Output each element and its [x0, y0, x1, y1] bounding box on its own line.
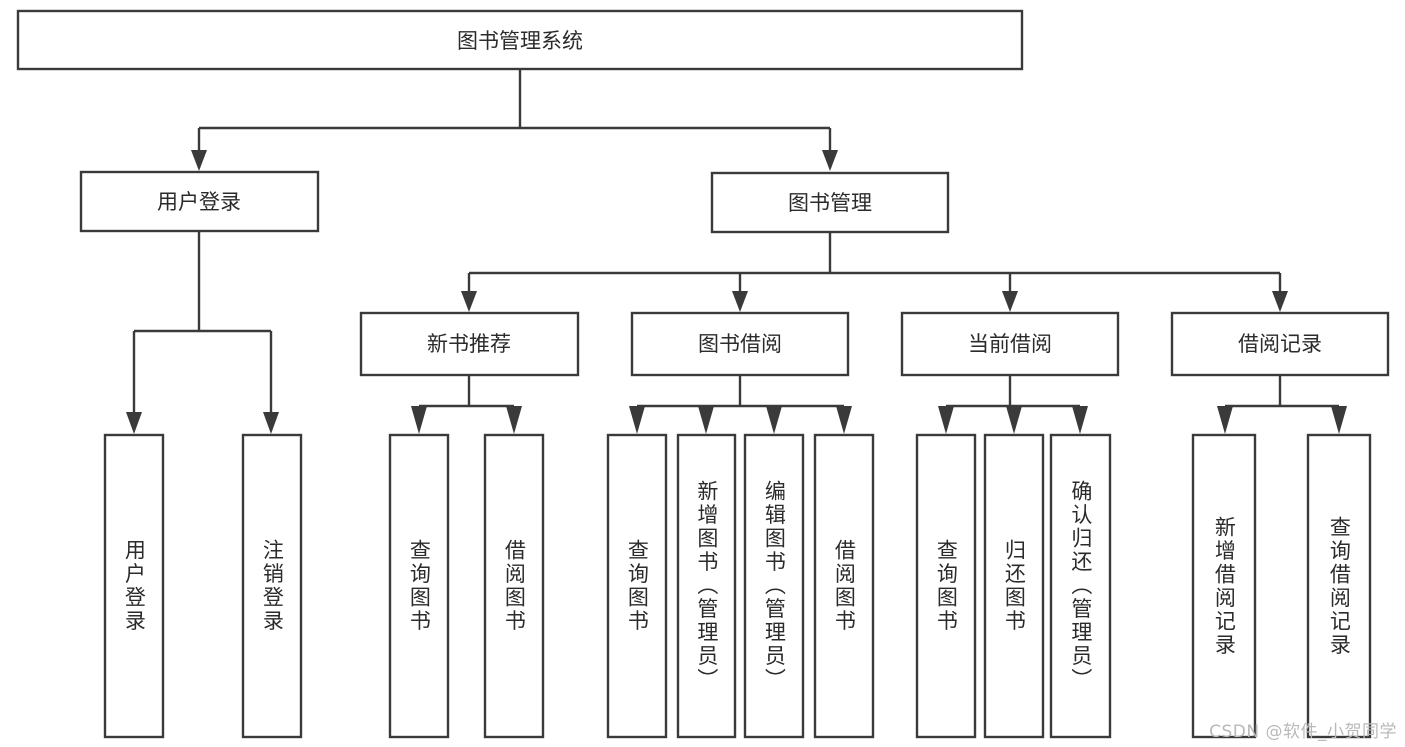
arrow-head-book-borrow-leaf-3 — [766, 406, 782, 434]
arrow-head-new-book-leaf-2 — [506, 406, 522, 434]
node-book-borrow-label: 图书借阅 — [698, 332, 782, 356]
node-user-login-label: 用户登录 — [157, 190, 241, 214]
node-current-borrow-box[interactable] — [900, 311, 1120, 377]
arrow-head-current-borrow-leaf-2 — [1006, 406, 1022, 434]
node-current-borrow-label: 当前借阅 — [968, 332, 1052, 356]
arrow-head-leaf-user-login-1 — [126, 412, 142, 434]
node-book-borrow-box[interactable] — [630, 311, 850, 377]
node-user-login-box[interactable] — [79, 170, 320, 233]
node-borrow-record[interactable]: 借阅记录 — [1170, 311, 1390, 377]
leaf-box-book-borrow-1[interactable] — [606, 433, 668, 739]
connector-group-current-borrow — [938, 375, 1088, 434]
leaf-box-new-book-1[interactable] — [388, 433, 450, 739]
arrow-head-borrow-record-leaf-2 — [1331, 406, 1347, 434]
arrow-head-current-borrow-leaf-3 — [1072, 406, 1088, 434]
arrow-head-book-borrow-leaf-4 — [836, 406, 852, 434]
arrow-head-book-borrow — [732, 291, 748, 312]
arrow-head-current-borrow — [1002, 291, 1018, 312]
arrow-head-borrow-record — [1272, 291, 1288, 312]
node-borrow-record-box[interactable] — [1170, 311, 1390, 377]
connector-group-root — [191, 69, 838, 171]
csdn-watermark: CSDN @软件_小贺同学 — [1209, 722, 1397, 742]
arrow-head-current-borrow-leaf-1 — [938, 406, 954, 434]
leaf-box-book-borrow-2[interactable] — [676, 433, 737, 739]
arrow-head-new-book — [461, 291, 477, 312]
node-root-box[interactable] — [16, 9, 1024, 71]
connector-group-new-book — [411, 375, 522, 434]
leaf-box-book-borrow-4[interactable] — [813, 433, 875, 739]
node-book-management-label: 图书管理 — [788, 191, 872, 215]
connector-group-book-manage — [461, 232, 1288, 312]
leaf-box-borrow-record-2[interactable] — [1306, 433, 1372, 739]
node-new-book-recommend-box[interactable] — [359, 311, 580, 377]
node-root-label: 图书管理系统 — [457, 29, 583, 53]
arrow-head-book-borrow-leaf-1 — [629, 406, 645, 434]
node-current-borrow[interactable]: 当前借阅 — [900, 311, 1120, 377]
arrow-head-book-borrow-leaf-2 — [698, 406, 714, 434]
arrow-head-user-login — [191, 150, 207, 171]
arrow-head-borrow-record-leaf-1 — [1217, 406, 1233, 434]
connector-group-book-borrow — [629, 375, 852, 434]
leaf-box-book-borrow-3[interactable] — [743, 433, 805, 739]
leaf-box-current-borrow-1[interactable] — [915, 433, 977, 739]
leaf-box-current-borrow-2[interactable] — [983, 433, 1045, 739]
leaf-box-new-book-2[interactable] — [483, 433, 545, 739]
node-root-system[interactable]: 图书管理系统 — [16, 9, 1024, 71]
node-new-book-recommend-label: 新书推荐 — [427, 332, 511, 356]
leaf-box-current-borrow-3[interactable] — [1049, 433, 1112, 739]
node-book-management[interactable]: 图书管理 — [710, 171, 950, 234]
node-borrow-record-label: 借阅记录 — [1238, 332, 1322, 356]
connector-group-user-login — [126, 231, 279, 434]
arrow-head-leaf-user-login-2 — [263, 412, 279, 434]
arrow-head-new-book-leaf-1 — [411, 406, 427, 434]
node-book-borrow[interactable]: 图书借阅 — [630, 311, 850, 377]
node-book-management-box[interactable] — [710, 171, 950, 234]
leaf-box-borrow-record-1[interactable] — [1191, 433, 1257, 739]
leaf-box-user-login-1[interactable] — [103, 433, 165, 739]
arrow-head-book-manage — [822, 150, 838, 171]
node-new-book-recommend[interactable]: 新书推荐 — [359, 311, 580, 377]
node-user-login[interactable]: 用户登录 — [79, 170, 320, 233]
leaf-box-user-login-2[interactable] — [241, 433, 303, 739]
connector-group-borrow-record — [1217, 375, 1347, 434]
